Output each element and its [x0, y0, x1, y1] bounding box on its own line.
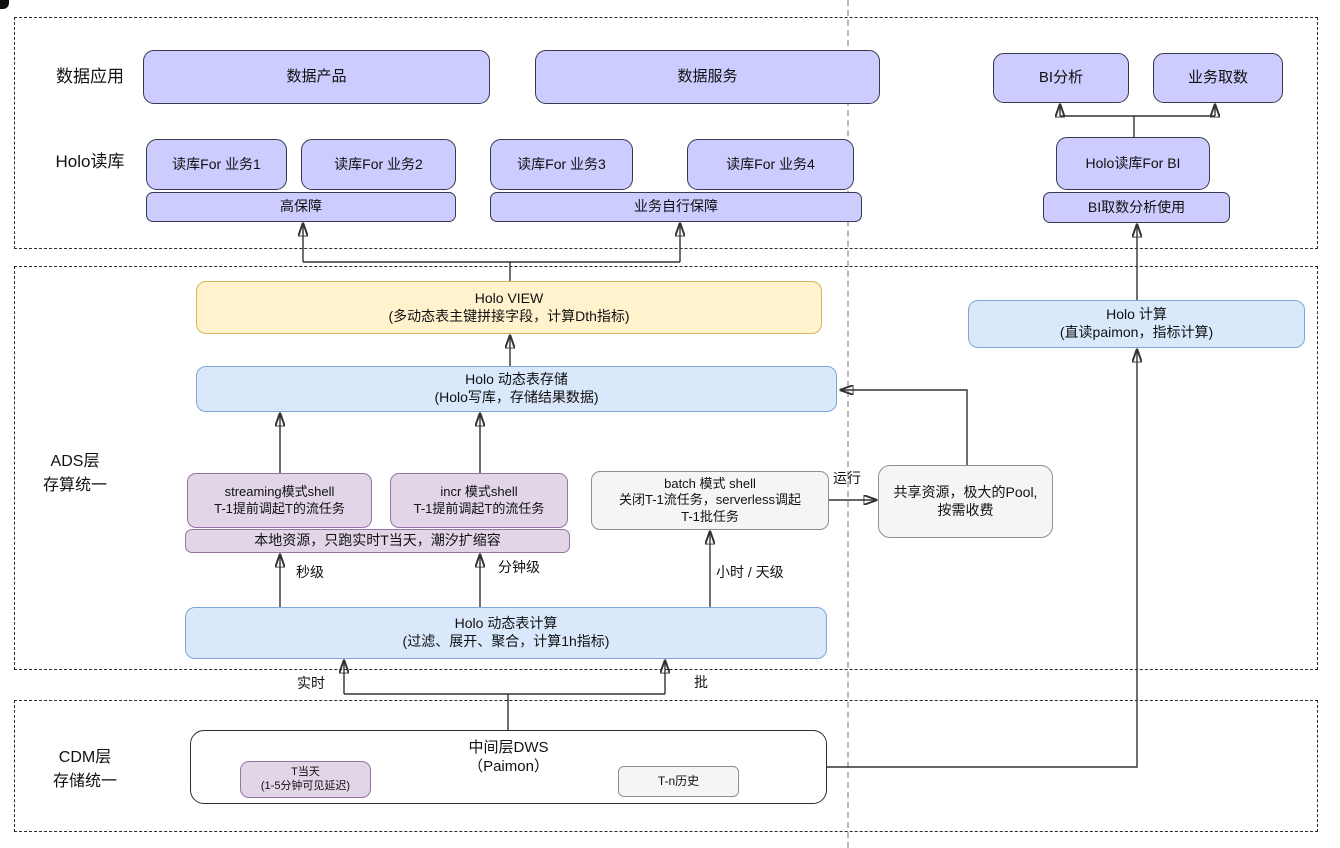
edge-label-batch: 批 — [694, 674, 708, 690]
edge-label-realtime: 实时 — [297, 675, 325, 691]
edge-label-hour-day-level: 小时 / 天级 — [716, 564, 784, 580]
box-batch-shell-line1: batch 模式 shell — [664, 475, 756, 491]
label-cdm-layer: CDM层 存储统一 — [30, 746, 140, 794]
box-t-today: T当天 (1-5分钟可见延迟) — [240, 761, 371, 798]
box-holo-dt-storage-line1: Holo 动态表存储 — [465, 371, 568, 388]
box-t-n-history: T-n历史 — [618, 766, 739, 797]
box-streaming-shell-line2: T-1提前调起T的流任务 — [214, 500, 345, 516]
box-read-db-biz4: 读库For 业务4 — [687, 139, 854, 190]
box-holo-read-for-bi: Holo读库For BI — [1056, 137, 1210, 190]
box-holo-view: Holo VIEW (多动态表主键拼接字段，计算Dth指标) — [196, 281, 822, 334]
box-dws-line2: （Paimon） — [468, 758, 549, 776]
label-holo-read: Holo读库 — [55, 152, 125, 171]
box-dws-line1: 中间层DWS — [468, 739, 549, 756]
box-high-guarantee: 高保障 — [146, 192, 456, 222]
box-batch-shell-line3: T-1批任务 — [681, 508, 739, 524]
box-holo-dynamic-table-compute: Holo 动态表计算 (过滤、展开、聚合，计算1h指标) — [185, 607, 827, 659]
box-batch-shell: batch 模式 shell 关闭T-1流任务，serverless调起 T-1… — [591, 471, 829, 530]
box-t-today-line1: T当天 — [291, 765, 320, 778]
section-cdm-layer — [14, 700, 1318, 832]
box-business-fetch: 业务取数 — [1153, 53, 1283, 103]
box-t-today-line2: (1-5分钟可见延迟) — [260, 779, 351, 792]
box-incr-shell: incr 模式shell T-1提前调起T的流任务 — [390, 473, 568, 528]
edge-label-run: 运行 — [833, 470, 861, 486]
box-self-guarantee: 业务自行保障 — [490, 192, 862, 222]
section-data-application — [14, 17, 1318, 249]
box-shared-pool-line1: 共享资源，极大的Pool, — [893, 483, 1038, 500]
label-ads-line2: 存算统一 — [42, 477, 107, 494]
box-bi-analysis: BI分析 — [993, 53, 1129, 103]
box-holo-compute-line1: Holo 计算 — [1106, 306, 1167, 323]
box-streaming-shell: streaming模式shell T-1提前调起T的流任务 — [187, 473, 372, 528]
box-holo-dt-compute-line1: Holo 动态表计算 — [454, 615, 558, 632]
edge-label-minute-level: 分钟级 — [498, 559, 540, 575]
box-holo-dt-compute-line2: (过滤、展开、聚合，计算1h指标) — [402, 633, 610, 649]
box-holo-dynamic-table-storage: Holo 动态表存储 (Holo写库，存储结果数据) — [196, 366, 837, 412]
box-holo-dt-storage-line2: (Holo写库，存储结果数据) — [434, 389, 599, 405]
box-incr-shell-line1: incr 模式shell — [440, 483, 518, 499]
label-ads-layer: ADS层 存算统一 — [25, 450, 125, 498]
screen-corner-artifact — [0, 0, 9, 9]
box-incr-shell-line2: T-1提前调起T的流任务 — [413, 500, 545, 516]
box-streaming-shell-line1: streaming模式shell — [224, 483, 335, 499]
label-cdm-line2: 存储统一 — [52, 773, 117, 790]
label-cdm-line1: CDM层 — [58, 749, 112, 766]
label-data-application: 数据应用 — [56, 67, 124, 86]
box-read-db-biz2: 读库For 业务2 — [301, 139, 456, 190]
box-local-resource: 本地资源，只跑实时T当天，潮汐扩缩容 — [185, 529, 570, 553]
box-data-service: 数据服务 — [535, 50, 880, 104]
box-holo-compute: Holo 计算 (直读paimon，指标计算) — [968, 300, 1305, 348]
edge-label-second-level: 秒级 — [296, 564, 324, 580]
box-data-product: 数据产品 — [143, 50, 490, 104]
box-holo-view-line1: Holo VIEW — [474, 289, 544, 306]
box-shared-pool-line2: 按需收费 — [937, 501, 994, 518]
box-holo-compute-line2: (直读paimon，指标计算) — [1059, 324, 1214, 340]
box-bi-usage: BI取数分析使用 — [1043, 192, 1230, 223]
box-shared-pool: 共享资源，极大的Pool, 按需收费 — [878, 465, 1053, 538]
box-read-db-biz3: 读库For 业务3 — [490, 139, 633, 190]
box-read-db-biz1: 读库For 业务1 — [146, 139, 287, 190]
box-batch-shell-line2: 关闭T-1流任务，serverless调起 — [618, 492, 802, 508]
box-holo-view-line2: (多动态表主键拼接字段，计算Dth指标) — [388, 307, 630, 324]
label-ads-line1: ADS层 — [50, 453, 100, 470]
